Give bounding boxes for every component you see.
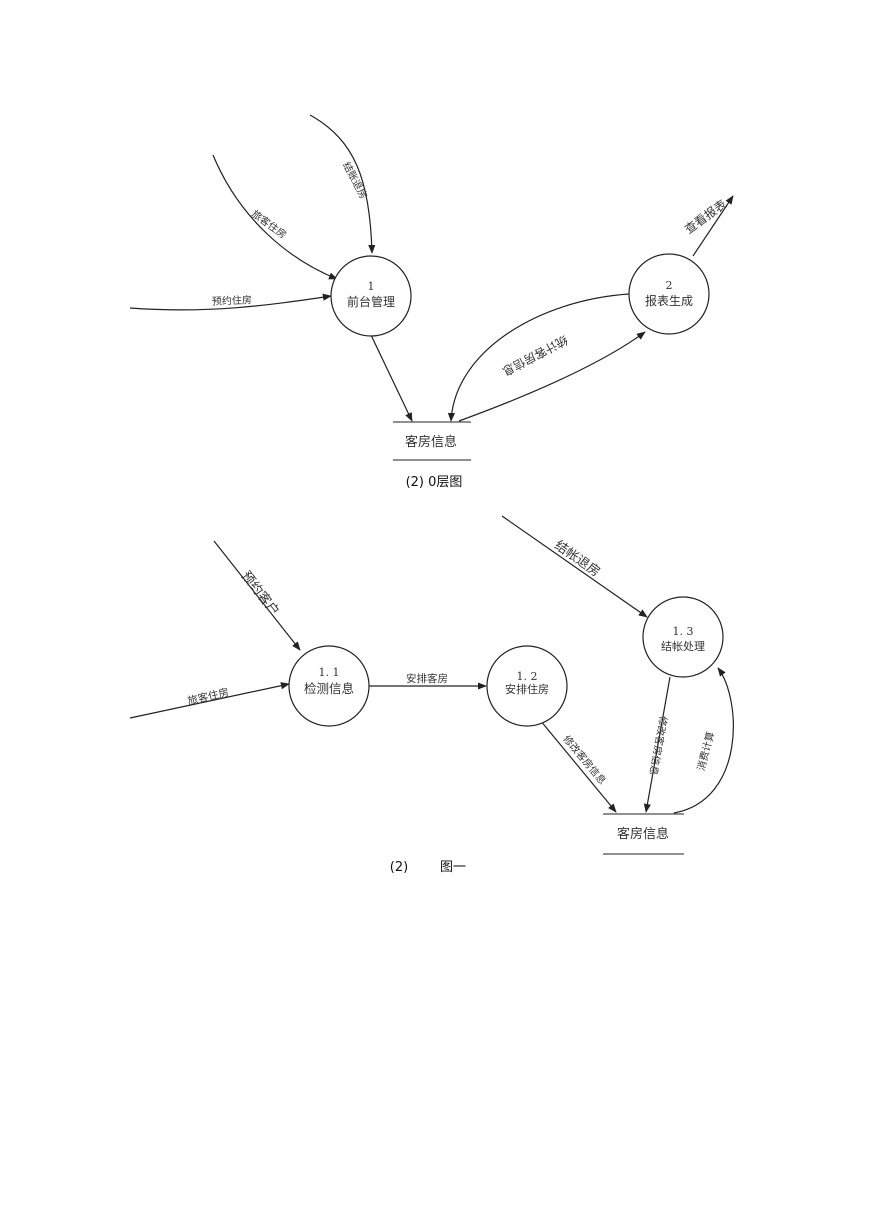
process-1-number: 1 <box>368 280 375 293</box>
flow-label-reserve: 预约住房 <box>212 293 252 307</box>
process-1-2-name: 安排住房 <box>505 682 549 696</box>
process-1-3-circle <box>642 596 724 678</box>
flow-label-view-report: 查看报表 <box>682 196 730 236</box>
flow-view-report <box>692 195 734 257</box>
flow-reserve-top <box>129 293 332 311</box>
process-1-1-circle <box>288 645 370 727</box>
flow-label-guest-checkin-bottom: 旅客住房 <box>186 686 230 708</box>
flow-fee-calc <box>673 667 734 814</box>
process-1-1-number: 1. 1 <box>319 666 340 679</box>
flow-to-store-top <box>370 334 413 422</box>
flow-modify-from-1-3 <box>643 676 671 813</box>
process-1-circle <box>330 255 412 337</box>
level0-diagram: 1 前台管理 2 报表生成 客房信息 结账退房 旅客住房 预约住房 查看报表 统… <box>129 114 734 490</box>
flow-checkout-top <box>309 114 376 254</box>
level1-diagram: 1. 1 检测信息 1. 2 安排住房 1. 3 结帐处理 客房信息 预约客户 … <box>129 515 734 875</box>
flow-label-checkout-bottom: 结帐退房 <box>551 537 603 580</box>
data-store-top: 客房信息 <box>393 421 471 461</box>
process-1-1: 1. 1 检测信息 <box>288 645 370 727</box>
process-2-number: 2 <box>666 279 673 292</box>
process-1-name: 前台管理 <box>347 294 395 309</box>
flow-modify-from-1-2 <box>539 719 617 813</box>
data-store-label: 客房信息 <box>617 826 669 842</box>
flow-guest-checkin-top <box>212 154 338 280</box>
flow-label-fee-calc: 消费计算 <box>694 730 717 772</box>
process-1-3-name: 结帐处理 <box>661 640 705 653</box>
process-1-2: 1. 2 安排住房 <box>486 645 568 727</box>
process-2-circle <box>628 253 710 335</box>
flow-reserve-guest <box>213 540 301 651</box>
process-2-name: 报表生成 <box>645 293 693 308</box>
caption-title: 图一 <box>440 860 466 875</box>
process-1-1-name: 检测信息 <box>304 681 354 696</box>
flow-report-to-store <box>447 293 630 422</box>
flow-label-reserve-guest: 预约客户 <box>238 568 283 619</box>
process-1-2-circle <box>486 645 568 727</box>
flow-guest-checkin-bottom <box>129 682 290 719</box>
process-1: 1 前台管理 <box>330 255 412 337</box>
flow-label-checkout: 结账退房 <box>340 160 370 201</box>
process-2: 2 报表生成 <box>628 253 710 335</box>
flow-label-modify-room-info-a: 修改客房信息 <box>560 733 609 787</box>
data-store-bottom: 客房信息 <box>603 813 684 855</box>
flow-label-stats-info: 统计客房信息 <box>500 332 571 379</box>
process-1-3-number: 1. 3 <box>673 625 694 638</box>
process-1-2-number: 1. 2 <box>517 670 538 683</box>
caption-number: (2) <box>390 860 408 875</box>
flow-label-assign-room: 安排客房 <box>406 672 448 685</box>
process-1-3: 1. 3 结帐处理 <box>642 596 724 678</box>
flow-store-to-report <box>458 331 646 422</box>
data-store-label: 客房信息 <box>405 434 457 450</box>
caption-level0: (2) 0层图 <box>406 475 463 490</box>
flow-label-modify-room-info-b: 修改客房信息 <box>647 715 670 776</box>
flow-checkout-bottom <box>501 515 648 618</box>
